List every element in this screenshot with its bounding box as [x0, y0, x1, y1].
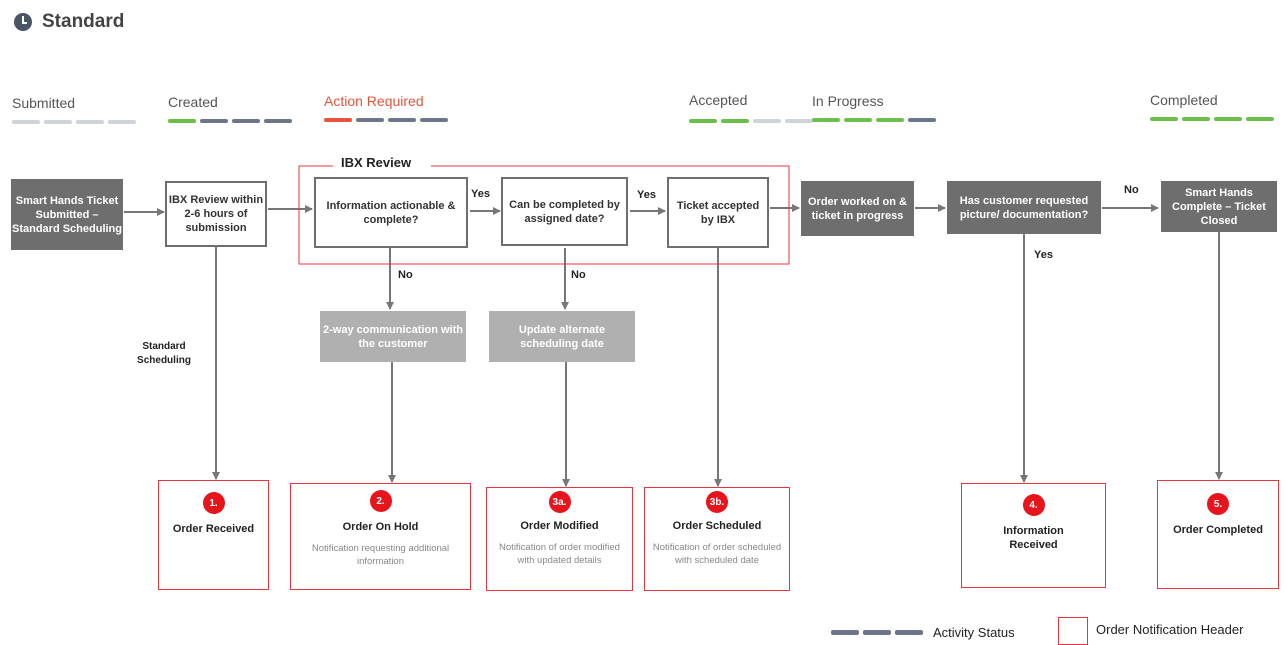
stage-bar-segment	[785, 119, 813, 123]
page-title-text: Standard	[42, 11, 125, 32]
notification-order-modified: 3a. Order Modified Notification of order…	[486, 487, 633, 591]
node-order-worked: Order worked on & ticket in progress	[801, 181, 914, 236]
stage-bars	[1150, 117, 1274, 121]
ibx-review-group	[298, 165, 790, 265]
stage-label: Created	[168, 94, 218, 110]
node-ticket-accepted: Ticket accepted by IBX	[667, 177, 769, 248]
stage-bars	[689, 119, 813, 123]
stage-bar-segment	[1246, 117, 1274, 121]
stage-bar-segment	[200, 119, 228, 123]
stage-bars	[12, 120, 136, 124]
stage-created: Created	[168, 94, 292, 123]
stage-bar-segment	[689, 119, 717, 123]
notification-order-completed: 5. Order Completed	[1157, 480, 1279, 589]
legend-order-notification: Order Notification Header	[1058, 617, 1243, 645]
stage-bar-segment	[753, 119, 781, 123]
stage-submitted: Submitted	[12, 95, 136, 124]
node-update-date: Update alternate scheduling date	[489, 311, 635, 362]
stage-bars	[168, 119, 292, 123]
edge-label-yes: Yes	[1034, 249, 1053, 261]
stage-in-progress: In Progress	[812, 93, 936, 122]
node-two-way: 2-way communication with the customer	[320, 311, 466, 362]
stage-bar-segment	[264, 119, 292, 123]
notification-information-received: 4. Information Received	[961, 483, 1106, 588]
clock-icon	[14, 13, 32, 31]
node-has-requested: Has customer requested picture/ document…	[947, 181, 1101, 234]
stage-bar-segment	[44, 120, 72, 124]
edge-label-standard-scheduling: Standard Scheduling	[137, 341, 191, 366]
notification-title: Order Completed	[1173, 524, 1263, 536]
stage-bar-segment	[388, 118, 416, 122]
notification-title: Order Modified	[520, 520, 599, 532]
notification-badge: 3a.	[548, 491, 571, 513]
notification-title: Information Received	[1003, 525, 1064, 551]
stage-label: Accepted	[689, 92, 748, 108]
stage-bar-segment	[12, 120, 40, 124]
stage-bars	[324, 118, 448, 122]
stage-bar-segment	[876, 118, 904, 122]
legend-activity-status-label: Activity Status	[933, 625, 1015, 640]
node-complete-closed: Smart Hands Complete – Ticket Closed	[1161, 181, 1277, 232]
stage-label: Completed	[1150, 92, 1218, 108]
notification-order-on-hold: 2. Order On Hold Notification requesting…	[290, 483, 471, 590]
notification-description: Notification requesting additional infor…	[311, 543, 450, 567]
legend-activity-status: Activity Status	[831, 625, 1015, 640]
stage-bar-segment	[1214, 117, 1242, 121]
notification-order-received: 1. Order Received	[158, 480, 269, 590]
notification-badge: 2.	[369, 490, 392, 512]
stage-label: Action Required	[324, 93, 424, 109]
notification-title: Order Received	[172, 523, 255, 535]
legend-bars-icon	[831, 630, 923, 635]
notification-badge: 1.	[202, 492, 225, 514]
node-info-actionable: Information actionable & complete?	[314, 177, 468, 248]
edge-label-no: No	[1124, 184, 1139, 196]
stage-bar-segment	[908, 118, 936, 122]
stage-bar-segment	[1182, 117, 1210, 121]
node-can-complete: Can be completed by assigned date?	[501, 177, 628, 246]
stage-label: In Progress	[812, 93, 884, 109]
stage-bar-segment	[168, 119, 196, 123]
stage-bar-segment	[356, 118, 384, 122]
stage-completed: Completed	[1150, 92, 1274, 121]
notification-title: Order Scheduled	[672, 520, 762, 532]
notification-badge: 3b.	[706, 491, 728, 513]
notification-description: Notification of order modified with upda…	[499, 542, 620, 566]
page-title: Standard	[14, 11, 124, 33]
edge-label-yes: Yes	[471, 188, 490, 200]
ibx-review-group-label: IBX Review	[341, 155, 412, 170]
stage-bar-segment	[324, 118, 352, 122]
notification-title: Order On Hold	[342, 521, 419, 533]
stage-bar-segment	[232, 119, 260, 123]
legend-red-box-icon	[1058, 617, 1088, 645]
stage-accepted: Accepted	[689, 92, 813, 123]
notification-order-scheduled: 3b. Order Scheduled Notification of orde…	[644, 487, 790, 591]
stage-bar-segment	[844, 118, 872, 122]
edge-label-no: No	[398, 269, 413, 281]
stage-label: Submitted	[12, 95, 76, 111]
stage-bar-segment	[1150, 117, 1178, 121]
stage-bar-segment	[721, 119, 749, 123]
notification-badge: 4.	[1022, 494, 1045, 516]
edge-label-no: No	[571, 269, 586, 281]
notification-description: Notification of order scheduled with sch…	[652, 542, 782, 566]
stage-bar-segment	[812, 118, 840, 122]
stage-bar-segment	[76, 120, 104, 124]
stage-bar-segment	[420, 118, 448, 122]
node-ticket-submitted: Smart Hands Ticket Submitted – Standard …	[11, 179, 123, 250]
node-ibx-review: IBX Review within 2-6 hours of submissio…	[165, 181, 267, 247]
stage-bar-segment	[108, 120, 136, 124]
stage-bars	[812, 118, 936, 122]
edge-label-yes: Yes	[637, 189, 656, 201]
stage-action-required: Action Required	[324, 93, 448, 122]
notification-badge: 5.	[1207, 493, 1229, 515]
legend-order-notification-label: Order Notification Header	[1096, 622, 1244, 637]
